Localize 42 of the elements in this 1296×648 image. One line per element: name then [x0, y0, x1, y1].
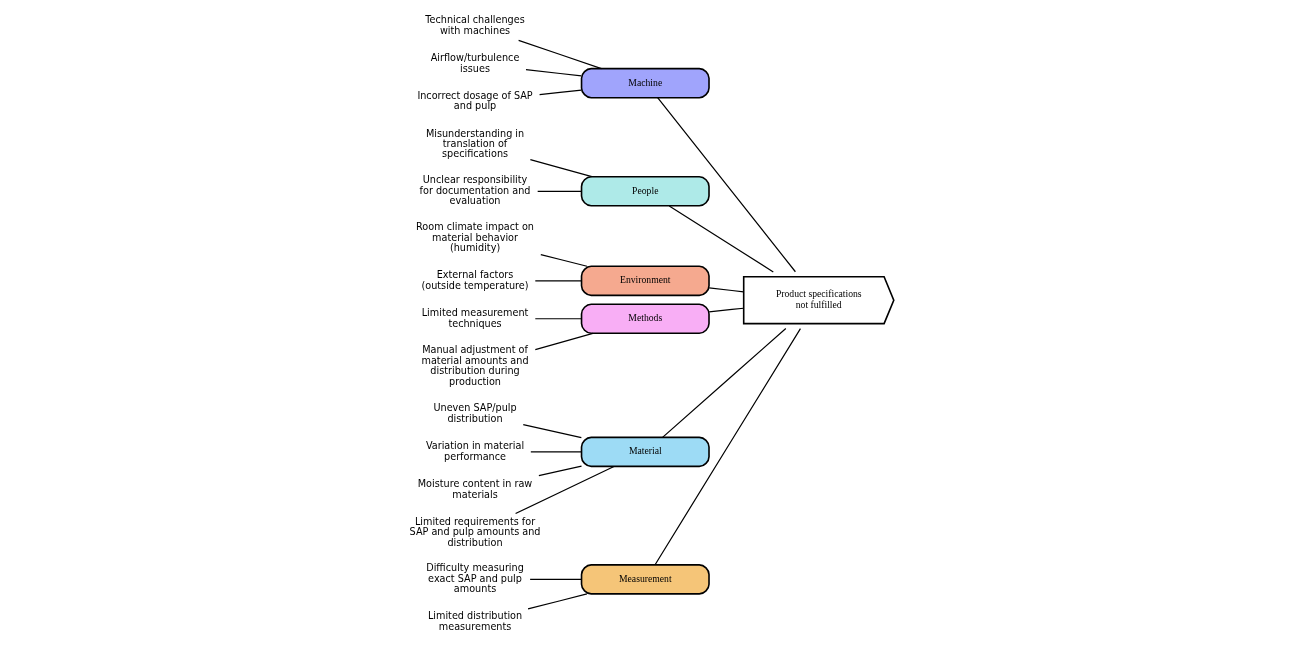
node-box: Methods — [580, 303, 710, 335]
node-text: Limited requirements for SAP and pulp amounts and distribution — [409, 515, 540, 548]
node-text: External factors (outside temperature) — [421, 269, 529, 291]
connector — [534, 318, 582, 320]
connector — [524, 68, 582, 77]
node-text: Manual adjustment of material amounts and distribution during production — [421, 344, 529, 387]
node-box: People — [580, 175, 710, 207]
connector — [661, 327, 786, 438]
connector — [526, 593, 588, 610]
connector — [653, 328, 801, 566]
connector — [517, 39, 602, 70]
node-text: Airflow/turbulence issues — [430, 52, 519, 74]
node-box: Environment — [580, 265, 710, 297]
node-text: Difficulty measuring exact SAP and pulp amounts — [425, 562, 524, 595]
connector — [668, 205, 774, 273]
connector — [529, 578, 582, 580]
connector — [536, 190, 582, 192]
node-text: Uneven SAP/pulp distribution — [432, 402, 517, 424]
node-text: Limited distribution measurements — [427, 610, 522, 632]
connector — [522, 424, 582, 439]
node-box: Measurement — [580, 564, 710, 595]
connector — [539, 253, 588, 267]
connector — [656, 97, 796, 273]
node-text: Variation in material performance — [425, 440, 524, 462]
node-box: Machine — [580, 67, 710, 99]
node-text: Moisture content in raw materials — [417, 478, 532, 500]
node-text: Incorrect dosage of SAP and pulp — [416, 89, 533, 112]
connector — [537, 465, 582, 477]
connector — [529, 159, 592, 178]
node-text: Misunderstanding in translation of specifications — [425, 127, 524, 160]
connector — [708, 287, 744, 293]
connector — [514, 465, 615, 515]
connector — [534, 280, 582, 282]
connector — [534, 332, 593, 351]
connector — [538, 89, 582, 96]
node-text: Room climate impact on material behavior (humidity) — [415, 221, 534, 254]
node-text: Technical challenges with machines — [424, 14, 525, 36]
connector — [529, 451, 582, 453]
node-text: Unclear responsibility for documentation and evaluation — [419, 174, 530, 207]
connector — [708, 307, 744, 313]
node-text: Limited measurement techniques — [421, 307, 528, 329]
node-box: Material — [580, 436, 710, 468]
